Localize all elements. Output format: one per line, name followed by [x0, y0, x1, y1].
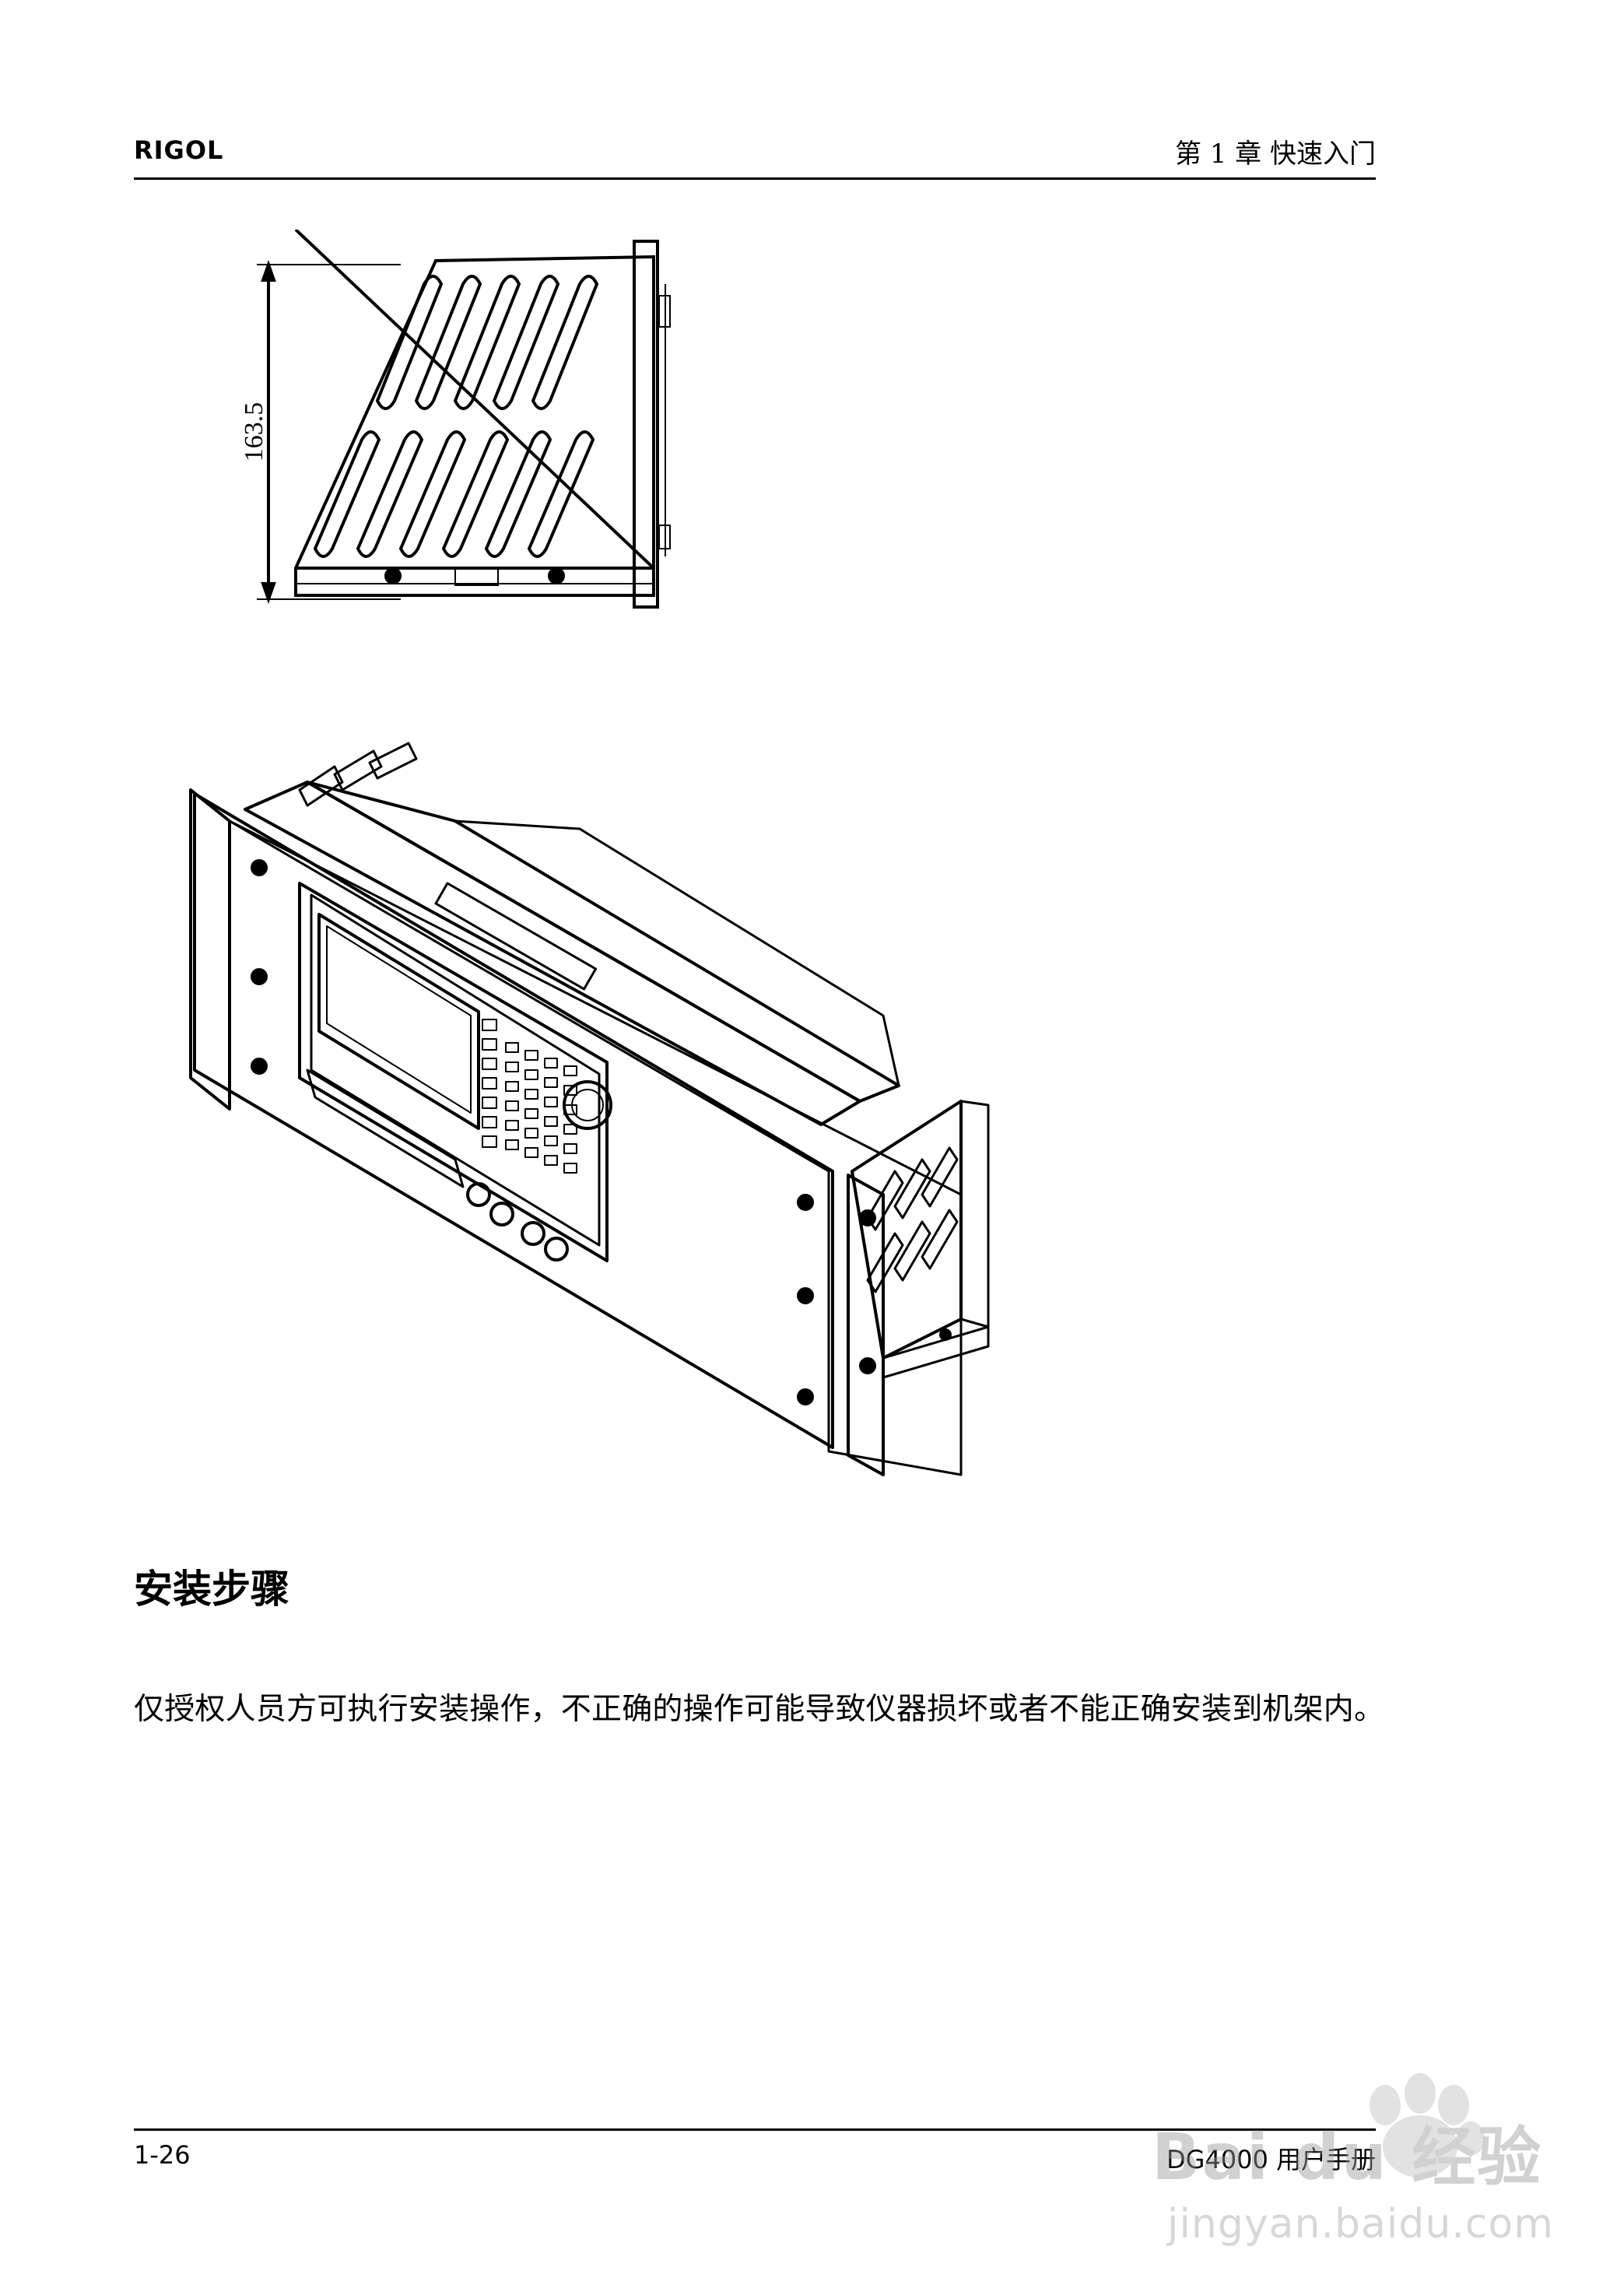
manual-name: DG4000 用户手册 — [1166, 2145, 1376, 2174]
rack-mount-side-view-drawing: 163.5 — [240, 230, 671, 609]
rack-mount-isometric-drawing — [189, 742, 990, 1476]
watermark-logo-text: Bai du 经验 — [1152, 2121, 1543, 2195]
baidu-jingyan-watermark: Bai du 经验 jingyan.baidu.com — [1152, 2062, 1603, 2280]
paw-icon — [1370, 2073, 1485, 2177]
chapter-title: 第 1 章 快速入门 — [1174, 139, 1376, 170]
page-footer: 1-26 DG4000 用户手册 — [134, 2128, 1376, 2177]
brand-logo: RIGOL — [134, 135, 224, 165]
page-header: RIGOL 第 1 章 快速入门 — [134, 132, 1376, 180]
section-title: 安装步骤 — [134, 1567, 289, 1612]
body-paragraph: 仅授权人员方可执行安装操作，不正确的操作可能导致仪器损坏或者不能正确安装到机架内… — [134, 1692, 1385, 1727]
page-number: 1-26 — [134, 2140, 191, 2170]
dimension-label: 163.5 — [240, 402, 268, 462]
watermark-url: jingyan.baidu.com — [1167, 2201, 1554, 2248]
